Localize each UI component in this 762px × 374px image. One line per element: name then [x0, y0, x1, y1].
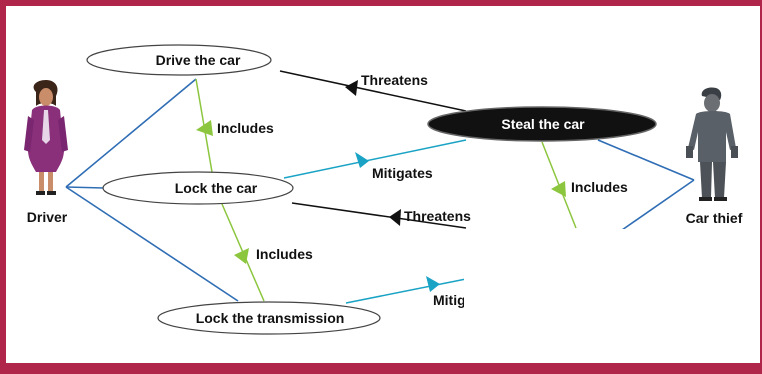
- use-case-lock-transmission: Lock the transmission: [157, 301, 381, 335]
- includes-label-2: Includes: [256, 246, 313, 262]
- use-case-drive-label: Drive the car: [156, 52, 241, 68]
- blank-patch-edge: [704, 229, 760, 363]
- use-case-lock: Lock the car: [102, 171, 294, 205]
- mitigates-line-lock-steal: [283, 139, 467, 179]
- includes-label-3: Includes: [571, 179, 628, 195]
- assoc-driver-drive: [65, 78, 197, 188]
- mitigates-label-1: Mitigates: [372, 165, 433, 181]
- threatens-arrow-1: [345, 80, 358, 96]
- use-case-lock-transmission-label: Lock the transmission: [196, 310, 345, 326]
- assoc-thief-steal: [597, 139, 695, 181]
- includes-label-1: Includes: [217, 120, 274, 136]
- misuse-case-steal: Steal the car: [427, 106, 657, 142]
- assoc-driver-lock-trans: [65, 186, 239, 302]
- use-case-lock-label: Lock the car: [175, 180, 258, 196]
- threatens-line-lock: [291, 202, 467, 229]
- threatens-label-2: Threatens: [404, 208, 471, 224]
- assoc-thief-lower: [621, 179, 695, 231]
- includes-arrow-3: [551, 181, 566, 197]
- mitigates-arrow-1: [355, 152, 369, 168]
- threatens-arrow-2: [389, 209, 401, 226]
- includes-arrow-2: [234, 248, 249, 264]
- use-case-drive: Drive the car: [86, 44, 272, 76]
- mitigates-arrow-2: [426, 276, 440, 292]
- mitigates-line-trans: [345, 278, 467, 304]
- car-thief-figure: [686, 87, 738, 201]
- assoc-driver-lock: [65, 186, 105, 189]
- includes-arrow-1: [196, 120, 213, 136]
- misuse-case-steal-label: Steal the car: [501, 116, 585, 132]
- threatens-label-1: Threatens: [361, 72, 428, 88]
- driver-associations: [65, 78, 239, 302]
- driver-label: Driver: [27, 209, 68, 225]
- mitigates-lines: [283, 139, 467, 304]
- thief-associations: [597, 139, 695, 231]
- driver-figure: [24, 80, 68, 195]
- threatens-line-steal-drive: [279, 70, 467, 112]
- threatens-lines: [279, 70, 467, 229]
- car-thief-label: Car thief: [686, 210, 743, 226]
